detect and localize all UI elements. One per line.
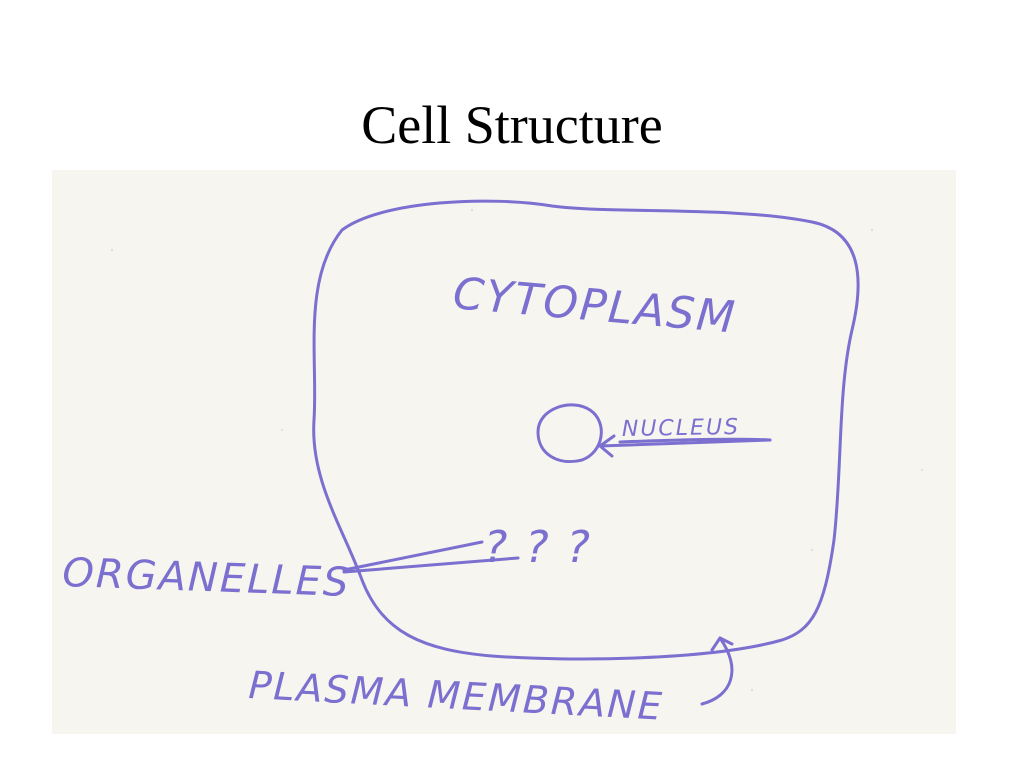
nucleus-label: NUCLEUS — [622, 415, 741, 442]
cell-diagram-photo: CYTOPLASM NUCLEUS ? ? ? ORGANELLES PLASM… — [52, 170, 956, 734]
cell-diagram: CYTOPLASM NUCLEUS ? ? ? ORGANELLES PLASM… — [62, 199, 923, 729]
slide-title: Cell Structure — [361, 95, 663, 155]
plasma-membrane-outline — [312, 199, 860, 661]
plasma-membrane-arrow — [700, 636, 734, 706]
cytoplasm-label: CYTOPLASM — [451, 268, 739, 344]
organelles-pointer-lower — [342, 556, 520, 574]
organelles-pointer-upper — [342, 540, 484, 572]
plasma-membrane-label: PLASMA MEMBRANE — [248, 663, 665, 729]
organelles-question-marks: ? ? ? — [484, 522, 592, 573]
nucleus-underline — [618, 437, 772, 444]
nucleus-arrow — [598, 434, 772, 458]
nucleus-outline — [536, 403, 603, 463]
paper-texture — [111, 209, 923, 691]
organelles-label: ORGANELLES — [62, 550, 352, 606]
